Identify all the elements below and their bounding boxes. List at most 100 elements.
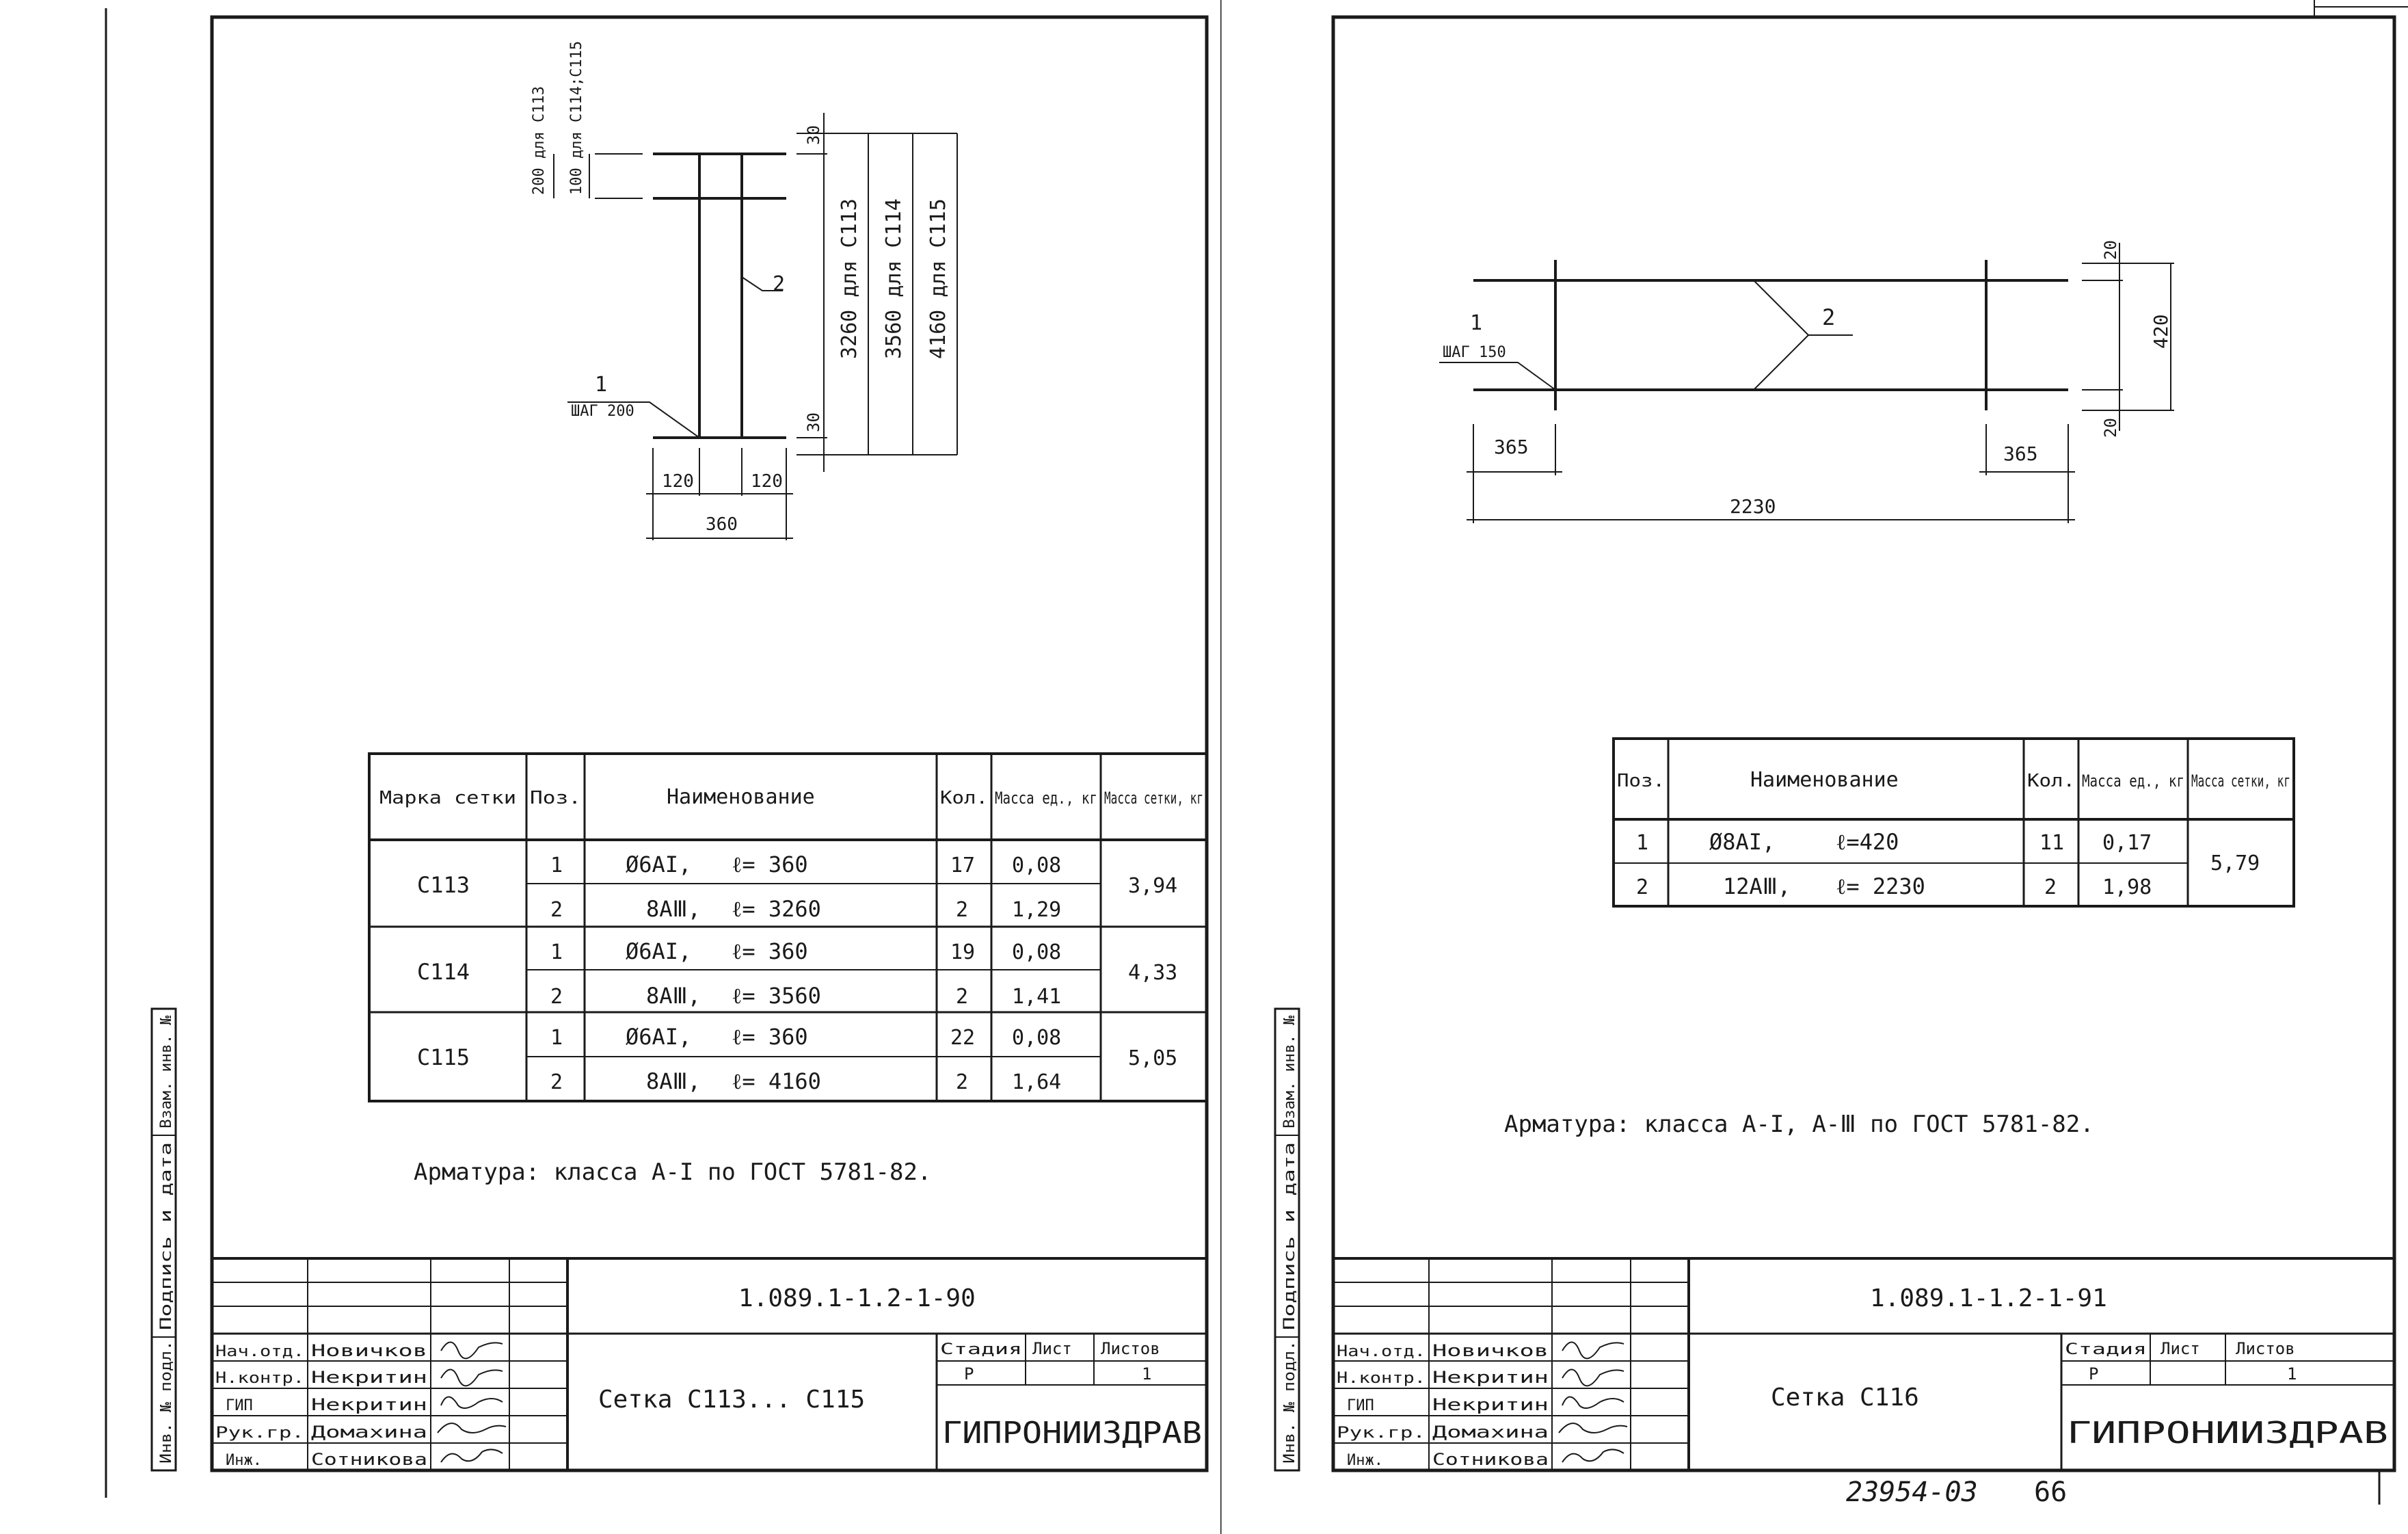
side-label-replace: Взам. инв. №: [1281, 1016, 1298, 1128]
side-margin-table: Инв. № подл. Подпись и дата Взам. инв. №: [150, 1007, 177, 1472]
row-name: Ø6АI,: [626, 1024, 691, 1050]
person-name: Сотникова: [311, 1450, 427, 1469]
side-label-replace: Взам. инв. №: [158, 1016, 175, 1128]
mark-c113: С113: [417, 872, 470, 898]
doc-title: Сетка С113... С115: [598, 1386, 865, 1414]
role: Инж.: [1347, 1452, 1383, 1469]
row-qty: 22: [950, 1026, 975, 1050]
row-pos: 1: [1636, 831, 1648, 855]
dim-top-left: 200 для С113: [531, 86, 548, 195]
label-pos-1: 1: [595, 373, 607, 397]
row-length: ℓ= 3260: [732, 896, 821, 922]
row-mass: 0,08: [1012, 940, 1061, 964]
left-sheet-drawing: 200 для С113 100 для С114;С115 30 30 326…: [105, 8, 1209, 1498]
mesh-drawing: 200 для С113 100 для С114;С115 30 30 326…: [531, 41, 958, 540]
role: ГИП: [1347, 1397, 1374, 1414]
dim-top-end: 30: [804, 125, 823, 145]
row-qty: 17: [950, 854, 975, 877]
side-label-inv: Инв. № подл.: [158, 1340, 175, 1464]
row-mass: 1,41: [1012, 985, 1061, 1009]
dim-left-offset: 365: [1494, 436, 1529, 458]
role: Рук.гр.: [215, 1425, 304, 1442]
dim-width-left: 120: [662, 471, 694, 492]
right-sheet-drawing: 2 1 ШАГ 150 20 20 420 365 365 2230 П: [1220, 0, 2408, 1534]
row-pos: 1: [550, 1026, 563, 1050]
row-pos: 2: [1636, 875, 1648, 899]
sheet-header: Лист: [1032, 1339, 1072, 1358]
side-label-sign: Подпись и дата: [1281, 1142, 1298, 1330]
header-mass-unit: Масса ед., кг: [995, 789, 1097, 808]
row-qty: 2: [956, 1070, 968, 1094]
person-name: Сотникова: [1432, 1450, 1549, 1469]
label-step-200: ШАГ 200: [571, 403, 634, 420]
side-margin-table: Инв. № подл. Подпись и дата Взам. инв. №: [1274, 1007, 1300, 1472]
label-step-150: ШАГ 150: [1443, 344, 1506, 361]
side-label-sign: Подпись и дата: [158, 1142, 175, 1330]
row-name: 8АⅢ,: [646, 983, 701, 1009]
row-name: Ø8АI,: [1709, 829, 1775, 855]
dim-height: 420: [2150, 314, 2172, 349]
header-name: Наименование: [1750, 768, 1899, 792]
header-mass-unit: Масса ед., кг: [2082, 771, 2184, 791]
person-name: Некритин: [311, 1368, 427, 1387]
mesh-total-mass: 4,33: [1128, 961, 1177, 985]
signatures: [1558, 1341, 1628, 1463]
title-block: 1.089.1-1.2-1-90 Сетка С113... С115 Стад…: [212, 1257, 1207, 1470]
header-name: Наименование: [667, 785, 815, 809]
doc-title: Сетка С116: [1771, 1384, 1919, 1412]
sheets-value: 1: [2287, 1364, 2297, 1384]
signatures: [437, 1341, 507, 1463]
row-mass: 1,98: [2102, 875, 2152, 899]
title-block: 1.089.1-1.2-1-91 Сетка С116 Стадия Лист …: [1333, 1257, 2394, 1470]
reinforcement-note: Арматура: класса А-I, А-Ⅲ по ГОСТ 5781-8…: [1504, 1111, 2094, 1138]
mesh-drawing: 2 1 ШАГ 150 20 20 420 365 365 2230: [1439, 240, 2174, 523]
row-name: Ø6АI,: [626, 851, 691, 877]
label-pos-2: 2: [773, 272, 785, 296]
row-qty: 2: [956, 898, 968, 922]
row-length: ℓ= 360: [732, 851, 808, 877]
reinforcement-note: Арматура: класса А-I по ГОСТ 5781-82.: [414, 1159, 931, 1186]
sheet-header: Лист: [2160, 1339, 2200, 1358]
mesh-total-mass: 5,79: [2210, 851, 2260, 875]
dim-bottom: 20: [2101, 418, 2120, 438]
row-name: 12АⅢ,: [1723, 873, 1791, 899]
page-number: 66: [2034, 1477, 2067, 1508]
row-qty: 2: [2044, 875, 2057, 899]
dim-width-total: 360: [706, 514, 738, 535]
sheets-header: Листов: [2236, 1339, 2295, 1358]
label-pos-2: 2: [1822, 304, 1835, 330]
mesh-total-mass: 5,05: [1128, 1046, 1177, 1070]
row-length: ℓ= 360: [732, 938, 808, 964]
role: Н.контр.: [1337, 1370, 1426, 1387]
side-label-inv: Инв. № подл.: [1281, 1340, 1298, 1464]
row-length: ℓ= 4160: [732, 1068, 821, 1094]
role: Нач.отд.: [1337, 1343, 1426, 1360]
stage-value: Р: [964, 1364, 974, 1384]
stage-header: Стадия: [940, 1341, 1022, 1358]
row-pos: 2: [550, 1070, 563, 1094]
row-pos: 1: [550, 854, 563, 877]
person-name: Некритин: [311, 1395, 427, 1414]
stage-value: Р: [2089, 1364, 2098, 1384]
row-mass: 0,17: [2102, 831, 2152, 855]
row-mass: 0,08: [1012, 1026, 1061, 1050]
row-length: ℓ= 360: [732, 1024, 808, 1050]
drawing-frame: [1331, 15, 2396, 1472]
row-name: 8АⅢ,: [646, 896, 701, 922]
org-name: ГИПРОНИИЗДРАВ: [2067, 1416, 2388, 1451]
person-name: Домахина: [311, 1423, 427, 1442]
header-mass-mesh: Масса сетки, кг: [2191, 771, 2290, 791]
dim-total-length: 2230: [1730, 495, 1776, 518]
row-pos: 1: [550, 940, 563, 964]
person-name: Некритин: [1432, 1395, 1549, 1414]
header-pos: Поз.: [530, 788, 581, 808]
dim-length-c115: 4160 для С115: [926, 198, 950, 359]
role: Нач.отд.: [215, 1343, 304, 1360]
person-name: Некритин: [1432, 1368, 1549, 1387]
row-name: 8АⅢ,: [646, 1068, 701, 1094]
org-name: ГИПРОНИИЗДРАВ: [942, 1416, 1202, 1451]
specification-table: Марка сетки Поз. Наименование Кол. Масса…: [368, 752, 1208, 1102]
stage-header: Стадия: [2065, 1341, 2147, 1358]
row-length: ℓ=420: [1836, 829, 1899, 855]
header-qty: Кол.: [2027, 771, 2075, 791]
